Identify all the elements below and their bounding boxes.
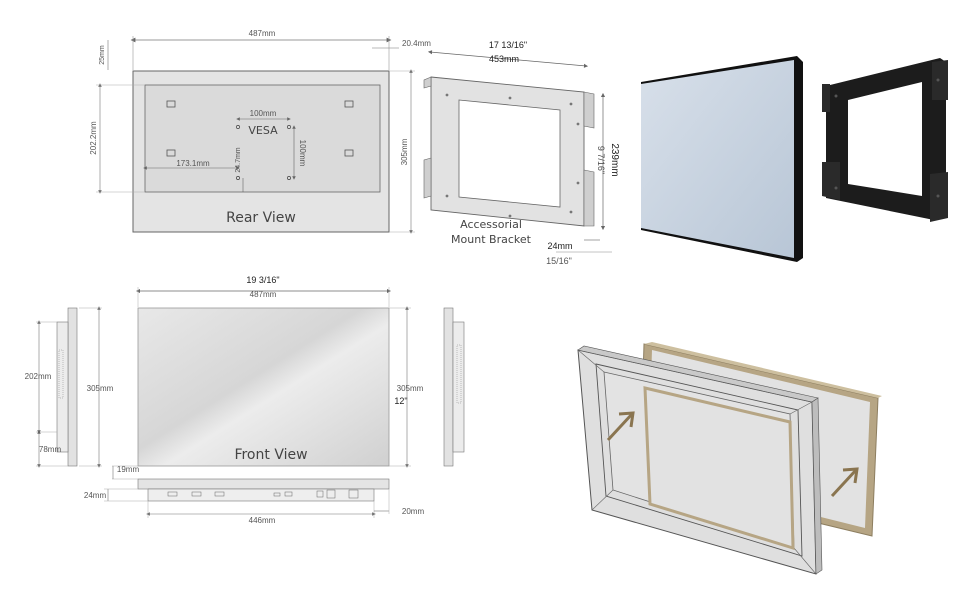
black-bracket-3d	[822, 58, 948, 222]
rear-view-title: Rear View	[226, 210, 296, 226]
insert-arrow	[830, 468, 858, 498]
side-profile-left	[67, 307, 78, 467]
vesa-hole	[236, 176, 240, 180]
base-width-label: 446mm	[249, 516, 276, 525]
port	[284, 491, 293, 497]
rear-offset-y-label: 24.7mm	[235, 147, 242, 172]
bracket-caption-2: Mount Bracket	[451, 233, 532, 246]
front-height-right: 305mm	[397, 384, 424, 393]
port	[191, 491, 202, 497]
port	[273, 492, 281, 497]
insert-arrow	[606, 412, 634, 442]
port	[348, 489, 359, 499]
bracket-height-mm: 239mm	[609, 143, 620, 176]
vesa-label: VESA	[248, 124, 278, 137]
rear-width-label: 487mm	[249, 29, 276, 38]
bracket-caption-1: Accessorial	[460, 218, 522, 231]
rear-recess	[144, 84, 381, 193]
side-bottom-label: 78mm	[39, 445, 62, 454]
side-profile-right	[443, 307, 454, 467]
vesa-v-label: 100mm	[298, 140, 307, 167]
exploded-frame-illustration	[577, 342, 882, 575]
thickness-label: 24mm	[84, 491, 107, 500]
bracket-height-in: 9 7/16"	[596, 146, 606, 174]
rear-view: 487mm 20.4mm 25mm 100mm VESA 100mm 173.1…	[89, 29, 431, 234]
front-view-title: Front View	[234, 447, 307, 463]
bracket-depth-in: 15/16"	[546, 256, 572, 266]
rear-inner-height-label: 202.2mm	[89, 121, 98, 155]
vesa-hole	[236, 125, 240, 129]
rear-height-label: 305mm	[400, 138, 409, 165]
rear-top-margin-label: 25mm	[99, 45, 106, 65]
vesa-h-label: 100mm	[250, 109, 277, 118]
bracket-width-mm: 453mm	[489, 54, 519, 64]
rear-offset-x-label: 173.1mm	[176, 159, 210, 168]
bracket-drawing: 17 13/16" 453mm 239mm 9 7/16" Accessoria…	[423, 40, 620, 266]
port	[167, 491, 178, 497]
port	[214, 491, 225, 497]
right-offset-label: 20mm	[402, 507, 425, 516]
monitor-3d-render	[641, 56, 803, 262]
mount-slot	[166, 100, 176, 108]
port	[326, 489, 336, 499]
bracket-depth-mm: 24mm	[547, 241, 572, 251]
mount-slot	[166, 149, 176, 157]
front-height-in: 12"	[394, 396, 407, 406]
bracket-width-in: 17 13/16"	[489, 40, 527, 50]
bottom-gap-label: 19mm	[117, 465, 140, 474]
front-view: 19 3/16" 487mm Front View 305mm 305mm 12…	[25, 275, 465, 525]
monitor-screen	[641, 60, 794, 258]
front-width-mm: 487mm	[250, 290, 277, 299]
mount-slot	[344, 149, 354, 157]
front-width-in: 19 3/16"	[246, 275, 279, 285]
rear-depth-label: 20.4mm	[402, 39, 431, 48]
vesa-hole	[287, 176, 291, 180]
bottom-profile	[137, 478, 390, 490]
vesa-hole	[287, 125, 291, 129]
mount-slot	[344, 100, 354, 108]
front-height-left: 305mm	[87, 384, 114, 393]
port	[316, 490, 324, 498]
front-panel	[137, 307, 390, 467]
side-top-label: 202mm	[25, 372, 52, 381]
